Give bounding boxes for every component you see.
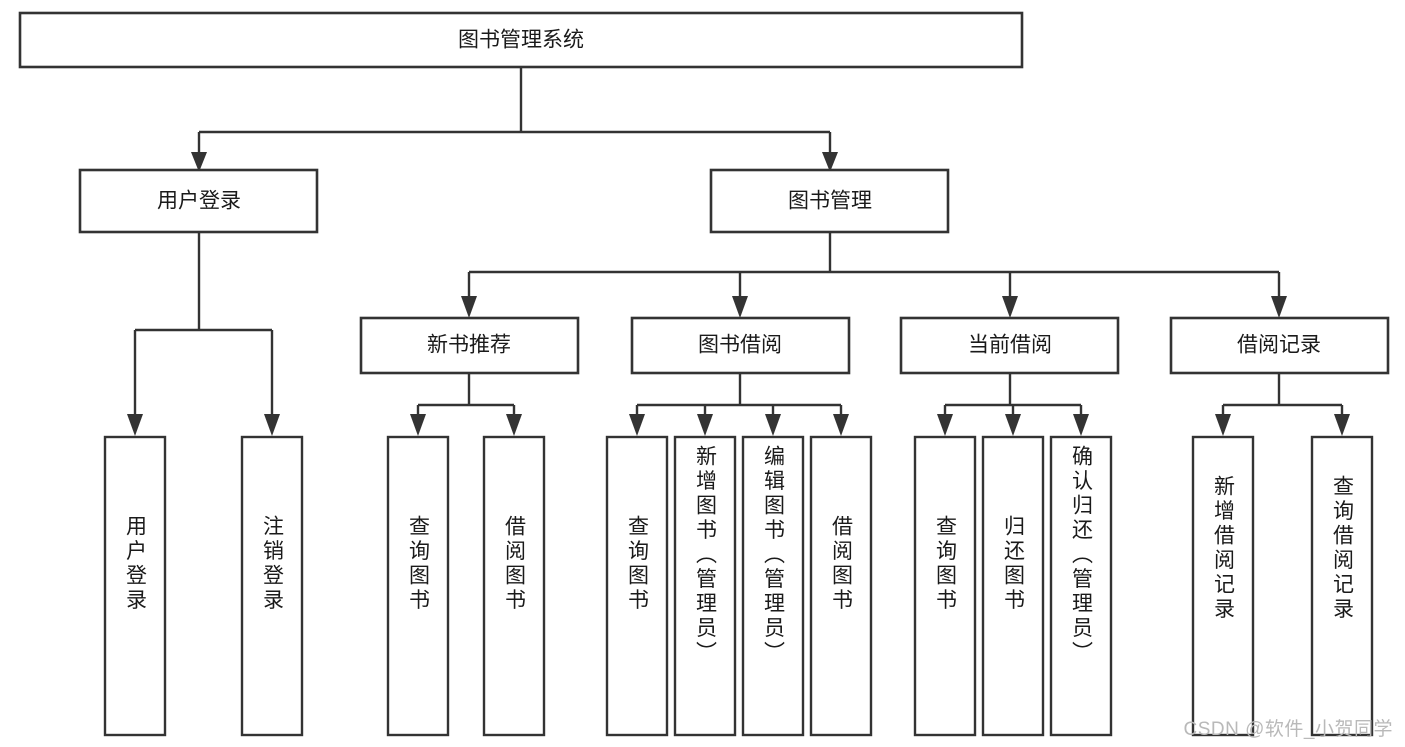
leaf-box-borrow-record-1[interactable] <box>1310 435 1374 737</box>
arrow-head-icon <box>191 152 207 172</box>
leaf-box-borrow-record-0[interactable] <box>1191 435 1255 737</box>
node-book-management-box <box>709 168 950 234</box>
node-root-box <box>18 11 1024 69</box>
arrow-head-icon <box>1271 296 1287 318</box>
node-book-borrow-box <box>630 316 851 375</box>
node-new-book-recommend-label: 新书推荐 <box>427 334 511 357</box>
node-current-borrow[interactable]: 当前借阅 <box>899 316 1120 375</box>
leaf-box-book-borrow-2[interactable] <box>741 435 805 737</box>
leaf-box-user-login-0[interactable] <box>103 435 167 737</box>
node-book-management-label: 图书管理 <box>788 190 872 213</box>
arrow-head-icon <box>264 414 280 436</box>
arrow-head-icon <box>506 414 522 436</box>
node-borrow-record-box <box>1169 316 1390 375</box>
connector-bookborrow-to-leaves <box>629 373 849 436</box>
csdn-watermark: CSDN @软件_小贺同学 <box>1183 719 1393 740</box>
node-borrow-record[interactable]: 借阅记录 <box>1169 316 1390 375</box>
leaf-box-current-borrow-1[interactable] <box>981 435 1045 737</box>
connector-borrowrecord-to-leaves <box>1215 373 1350 436</box>
leaf-box-new-book-1[interactable] <box>482 435 546 737</box>
node-new-book-recommend[interactable]: 新书推荐 <box>359 316 580 375</box>
arrow-head-icon <box>410 414 426 436</box>
node-root-system[interactable]: 图书管理系统 <box>18 11 1024 69</box>
node-book-management[interactable]: 图书管理 <box>709 168 950 234</box>
connector-newbook-to-leaves <box>410 373 522 436</box>
arrow-head-icon <box>1005 414 1021 436</box>
connector-root-to-level2 <box>191 67 838 172</box>
connector-currentborrow-to-leaves <box>937 373 1089 436</box>
node-current-borrow-box <box>899 316 1120 375</box>
leaf-box-book-borrow-3[interactable] <box>809 435 873 737</box>
arrow-head-icon <box>127 414 143 436</box>
arrow-head-icon <box>1334 414 1350 436</box>
leaf-box-current-borrow-0[interactable] <box>913 435 977 737</box>
node-borrow-record-label: 借阅记录 <box>1237 334 1321 357</box>
arrow-head-icon <box>937 414 953 436</box>
node-root-label: 图书管理系统 <box>458 29 584 52</box>
connector-bookmgmt-to-level3 <box>461 232 1287 318</box>
leaf-box-book-borrow-0[interactable] <box>605 435 669 737</box>
arrow-head-icon <box>1073 414 1089 436</box>
leaf-box-new-book-0[interactable] <box>386 435 450 737</box>
arrow-head-icon <box>732 296 748 318</box>
arrow-head-icon <box>1215 414 1231 436</box>
arrow-head-icon <box>1002 296 1018 318</box>
node-user-login-label: 用户登录 <box>157 190 241 213</box>
node-user-login[interactable]: 用户登录 <box>78 168 319 234</box>
leaf-box-current-borrow-2[interactable] <box>1049 435 1113 737</box>
arrow-head-icon <box>697 414 713 436</box>
leaf-box-book-borrow-1[interactable] <box>673 435 737 737</box>
node-book-borrow[interactable]: 图书借阅 <box>630 316 851 375</box>
node-user-login-box <box>78 168 319 234</box>
leaf-box-user-login-1[interactable] <box>240 435 304 737</box>
node-new-book-recommend-box <box>359 316 580 375</box>
arrow-head-icon <box>822 152 838 172</box>
arrow-head-icon <box>629 414 645 436</box>
arrow-head-icon <box>765 414 781 436</box>
arrow-head-icon <box>833 414 849 436</box>
node-current-borrow-label: 当前借阅 <box>968 334 1052 357</box>
arrow-head-icon <box>461 296 477 318</box>
connector-userlogin-to-leaves <box>127 232 280 436</box>
node-book-borrow-label: 图书借阅 <box>698 334 782 357</box>
